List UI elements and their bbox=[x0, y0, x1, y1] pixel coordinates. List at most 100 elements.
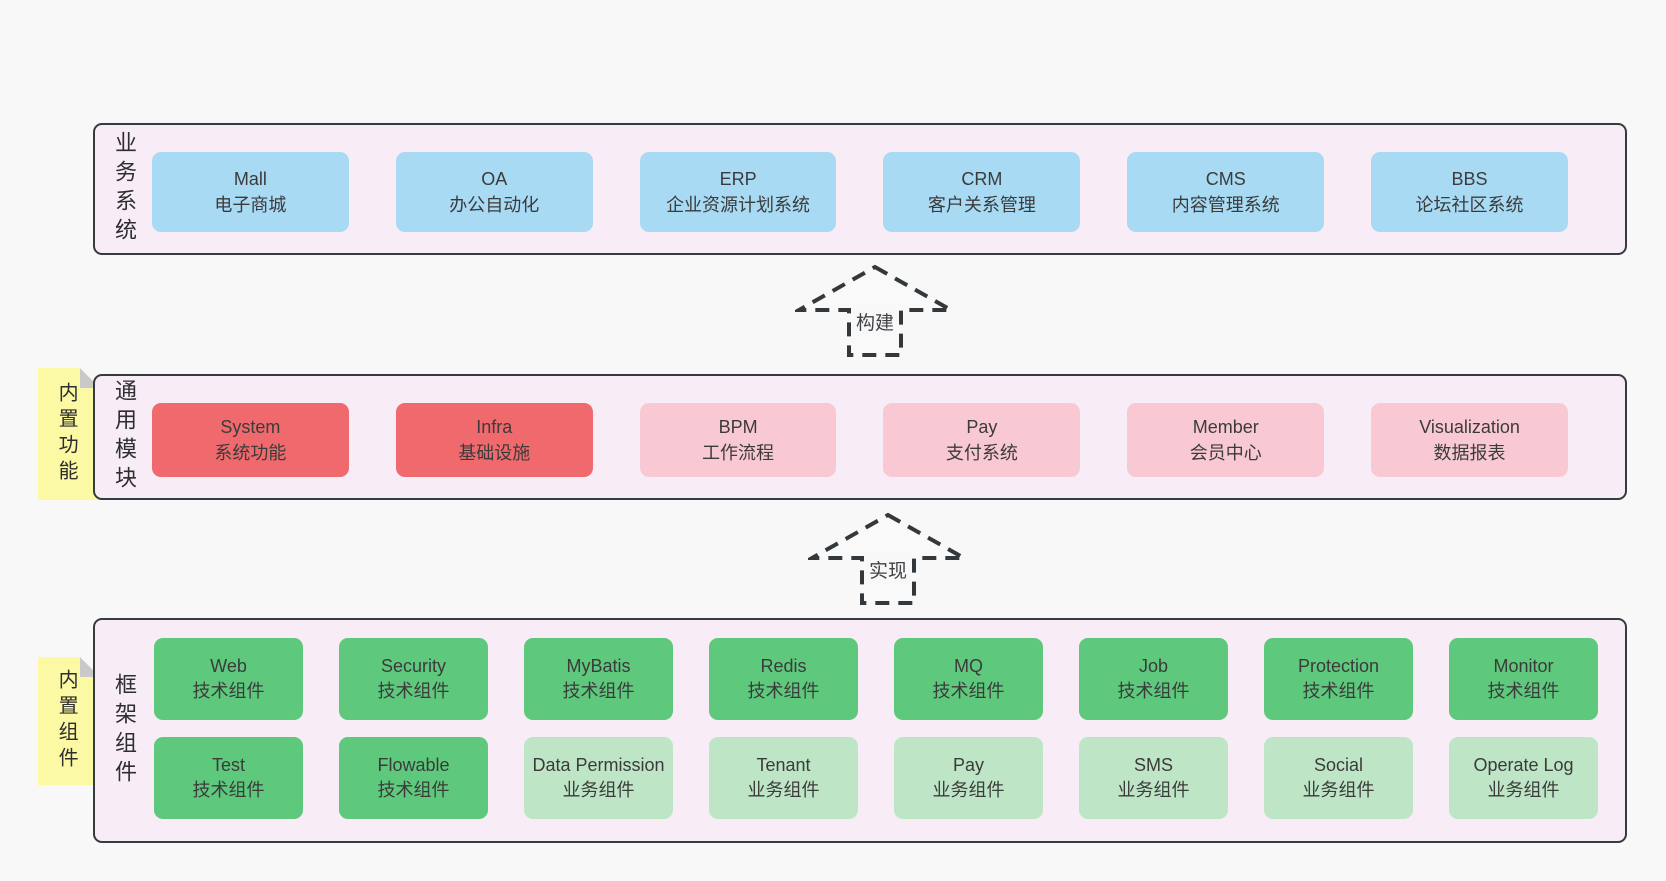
box-monitor: Monitor 技术组件 bbox=[1449, 638, 1598, 720]
panel-common-modules: 通用模块 System 系统功能 Infra 基础设施 BPM 工作流程 Pay… bbox=[93, 374, 1627, 500]
box-flowable: Flowable 技术组件 bbox=[339, 737, 488, 819]
box-title: Tenant bbox=[756, 755, 811, 775]
box-title: System bbox=[220, 417, 281, 437]
box-subtitle: 客户关系管理 bbox=[927, 195, 1036, 215]
box-subtitle: 技术组件 bbox=[747, 681, 820, 701]
box-mall: Mall 电子商城 bbox=[152, 152, 349, 232]
box-title: BPM bbox=[718, 417, 758, 437]
sticky-note-label: 内置功能 bbox=[55, 382, 78, 486]
box-mybatis: MyBatis 技术组件 bbox=[524, 638, 673, 720]
box-title: Protection bbox=[1297, 656, 1380, 676]
box-tenant: Tenant 业务组件 bbox=[709, 737, 858, 819]
box-subtitle: 技术组件 bbox=[377, 681, 450, 701]
box-title: Infra bbox=[476, 417, 513, 437]
box-operate-log: Operate Log 业务组件 bbox=[1449, 737, 1598, 819]
box-subtitle: 技术组件 bbox=[192, 681, 265, 701]
box-title: ERP bbox=[719, 169, 757, 189]
box-pay: Pay 支付系统 bbox=[883, 403, 1081, 477]
sticky-note-label: 内置组件 bbox=[55, 669, 78, 773]
box-title: Monitor bbox=[1493, 656, 1554, 676]
box-subtitle: 会员中心 bbox=[1189, 443, 1262, 463]
box-subtitle: 业务组件 bbox=[1117, 780, 1190, 800]
panel-components-label: 框架组件 bbox=[112, 672, 137, 789]
box-title: Test bbox=[211, 755, 245, 775]
box-subtitle: 办公自动化 bbox=[449, 195, 540, 215]
box-title: Social bbox=[1313, 755, 1364, 775]
box-title: Member bbox=[1192, 417, 1259, 437]
box-title: Pay bbox=[966, 417, 998, 437]
box-subtitle: 业务组件 bbox=[747, 780, 820, 800]
box-subtitle: 技术组件 bbox=[1487, 681, 1560, 701]
box-test: Test 技术组件 bbox=[154, 737, 303, 819]
box-cms: CMS 内容管理系统 bbox=[1127, 152, 1325, 232]
business-box-row: Mall 电子商城 OA 办公自动化 ERP 企业资源计划系统 CRM 客户关系… bbox=[152, 152, 1568, 232]
box-title: MyBatis bbox=[566, 656, 631, 676]
panel-modules-label: 通用模块 bbox=[112, 379, 137, 495]
box-subtitle: 系统功能 bbox=[214, 443, 287, 463]
box-title: Redis bbox=[760, 656, 807, 676]
arrow-up-implement: 实现 bbox=[808, 511, 968, 607]
box-subtitle: 技术组件 bbox=[1117, 681, 1190, 701]
box-bpm: BPM 工作流程 bbox=[639, 403, 837, 477]
box-title: CMS bbox=[1205, 169, 1246, 189]
arrow-build-label: 构建 bbox=[852, 307, 898, 336]
box-data-permission: Data Permission 业务组件 bbox=[524, 737, 673, 819]
sticky-note-builtin-components: 内置组件 bbox=[38, 657, 100, 785]
box-subtitle: 业务组件 bbox=[1302, 780, 1375, 800]
box-subtitle: 内容管理系统 bbox=[1171, 195, 1280, 215]
box-subtitle: 支付系统 bbox=[945, 443, 1018, 463]
box-title: Security bbox=[380, 656, 447, 676]
box-title: MQ bbox=[954, 656, 983, 676]
box-subtitle: 技术组件 bbox=[1302, 681, 1375, 701]
box-subtitle: 技术组件 bbox=[562, 681, 635, 701]
box-subtitle: 电子商城 bbox=[214, 195, 287, 215]
box-protection: Protection 技术组件 bbox=[1264, 638, 1413, 720]
arrow-up-build: 构建 bbox=[795, 263, 955, 359]
box-subtitle: 企业资源计划系统 bbox=[666, 195, 811, 215]
box-title: Pay bbox=[952, 755, 985, 775]
panel-business-systems: 业务系统 Mall 电子商城 OA 办公自动化 ERP 企业资源计划系统 CRM… bbox=[93, 123, 1627, 255]
box-title: Mall bbox=[233, 169, 267, 189]
box-subtitle: 业务组件 bbox=[562, 780, 635, 800]
box-title: Flowable bbox=[377, 755, 450, 775]
box-visualization: Visualization 数据报表 bbox=[1371, 403, 1568, 477]
box-erp: ERP 企业资源计划系统 bbox=[639, 152, 837, 232]
box-infra: Infra 基础设施 bbox=[395, 403, 593, 477]
box-title: Web bbox=[210, 656, 247, 676]
box-system: System 系统功能 bbox=[152, 403, 349, 477]
box-subtitle: 技术组件 bbox=[377, 780, 450, 800]
box-web: Web 技术组件 bbox=[154, 638, 303, 720]
box-subtitle: 业务组件 bbox=[1487, 780, 1560, 800]
box-title: Visualization bbox=[1419, 417, 1520, 437]
box-title: SMS bbox=[1133, 755, 1173, 775]
box-title: Data Permission bbox=[532, 755, 665, 775]
box-title: Job bbox=[1138, 656, 1169, 676]
box-title: OA bbox=[481, 169, 508, 189]
box-title: CRM bbox=[961, 169, 1003, 189]
box-pay-business: Pay 业务组件 bbox=[894, 737, 1043, 819]
box-title: BBS bbox=[1451, 169, 1488, 189]
box-title: Operate Log bbox=[1473, 755, 1574, 775]
box-redis: Redis 技术组件 bbox=[709, 638, 858, 720]
box-social: Social 业务组件 bbox=[1264, 737, 1413, 819]
box-security: Security 技术组件 bbox=[339, 638, 488, 720]
components-box-grid: Web 技术组件 Security 技术组件 MyBatis 技术组件 Redi… bbox=[154, 638, 1598, 819]
modules-box-row: System 系统功能 Infra 基础设施 BPM 工作流程 Pay 支付系统… bbox=[152, 403, 1568, 477]
box-subtitle: 基础设施 bbox=[458, 443, 531, 463]
sticky-note-builtin-features: 内置功能 bbox=[38, 368, 100, 500]
box-subtitle: 技术组件 bbox=[932, 681, 1005, 701]
box-subtitle: 业务组件 bbox=[932, 780, 1005, 800]
box-mq: MQ 技术组件 bbox=[894, 638, 1043, 720]
box-oa: OA 办公自动化 bbox=[395, 152, 593, 232]
box-subtitle: 论坛社区系统 bbox=[1415, 195, 1524, 215]
arrow-implement-label: 实现 bbox=[865, 555, 911, 584]
box-subtitle: 工作流程 bbox=[702, 443, 775, 463]
box-job: Job 技术组件 bbox=[1079, 638, 1228, 720]
box-member: Member 会员中心 bbox=[1127, 403, 1325, 477]
panel-business-label: 业务系统 bbox=[112, 131, 137, 247]
box-sms: SMS 业务组件 bbox=[1079, 737, 1228, 819]
box-crm: CRM 客户关系管理 bbox=[883, 152, 1081, 232]
box-bbs: BBS 论坛社区系统 bbox=[1371, 152, 1568, 232]
box-subtitle: 数据报表 bbox=[1433, 443, 1506, 463]
